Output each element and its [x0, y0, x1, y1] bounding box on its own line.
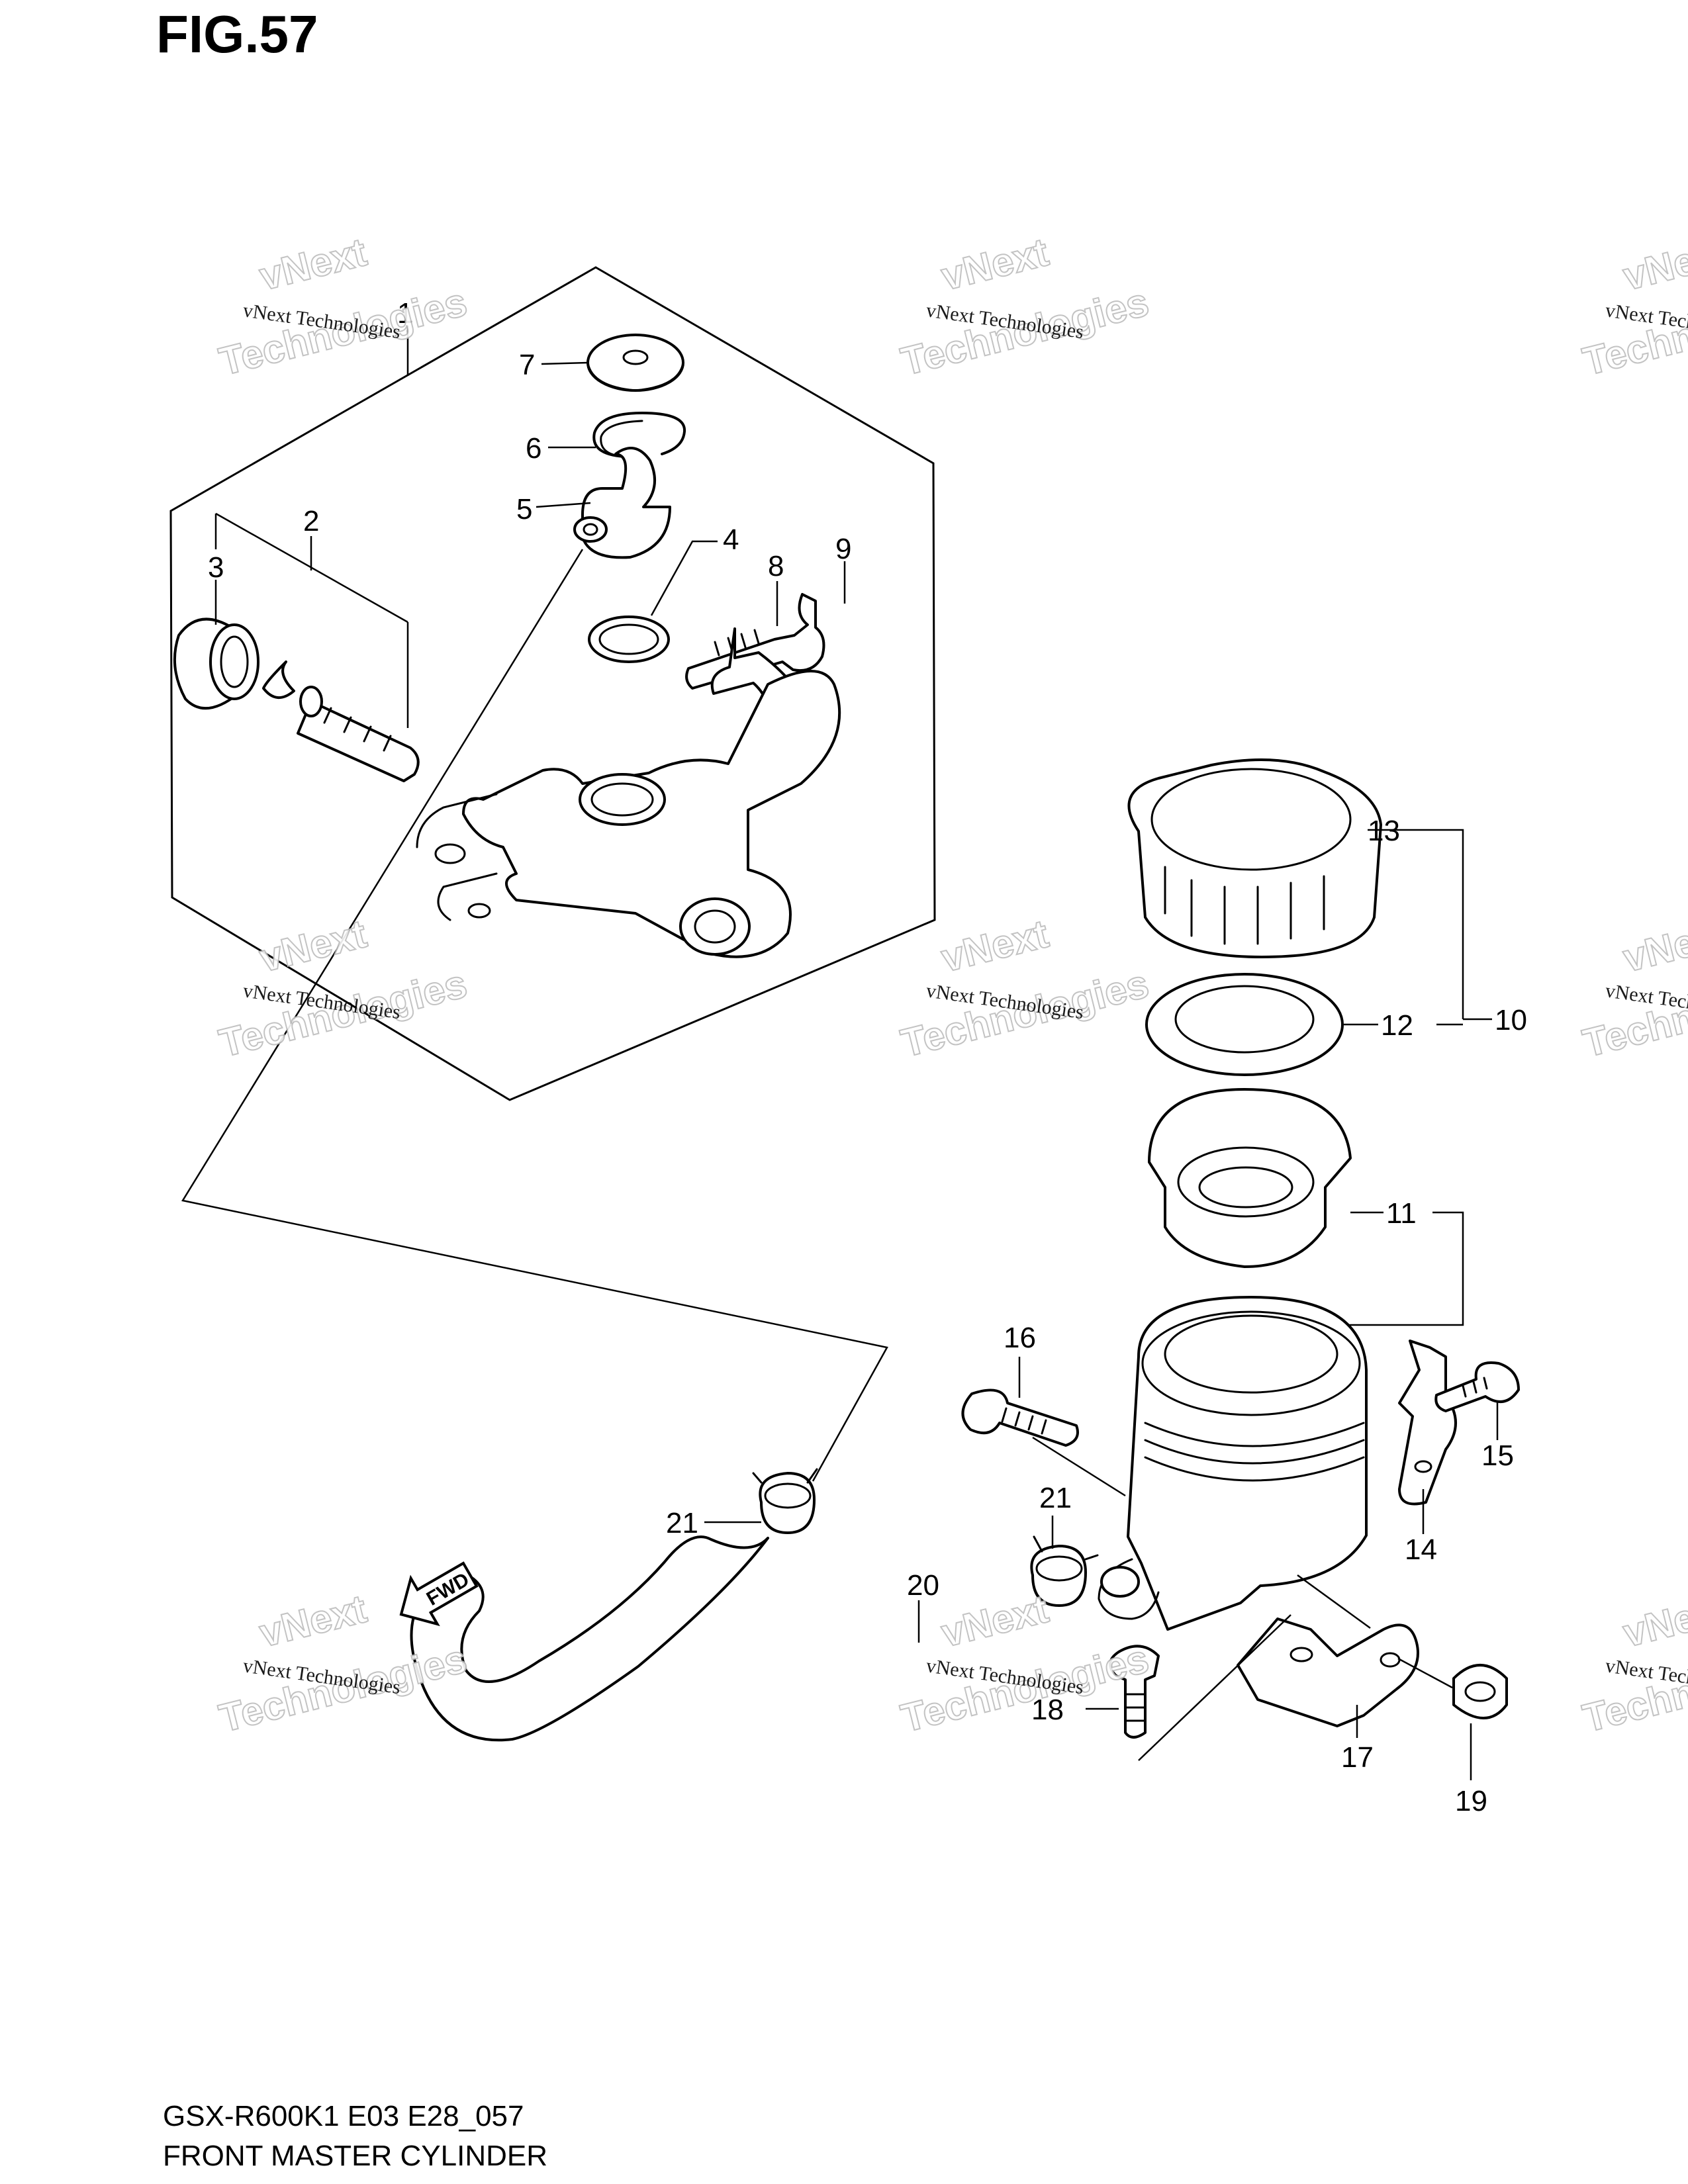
callout-6: 6	[526, 432, 541, 465]
leader-7	[541, 361, 588, 365]
callout-7: 7	[519, 349, 535, 381]
callout-3: 3	[208, 551, 224, 584]
watermark: vNext Technologies	[1578, 911, 1688, 1066]
model-code: GSX-R600K1 E03 E28_057	[163, 2100, 524, 2132]
part-18-bolt	[1109, 1645, 1160, 1739]
svg-text:vNext: vNext	[937, 230, 1053, 299]
leader-16-tank	[1032, 1436, 1126, 1497]
callout-10: 10	[1495, 1004, 1527, 1036]
part-13-reservoir-cap	[1127, 758, 1382, 958]
callout-19: 19	[1455, 1785, 1487, 1817]
leader-13	[1368, 829, 1464, 1019]
callout-15: 15	[1481, 1439, 1514, 1472]
callout-21b: 21	[1039, 1482, 1072, 1514]
watermark: vNext Technologies	[214, 229, 472, 385]
svg-text:vNext: vNext	[1618, 911, 1688, 981]
part-17-bracket	[1237, 1617, 1419, 1727]
bracket-10-11	[1344, 1211, 1464, 1326]
callout-4: 4	[723, 523, 739, 556]
watermark-group: vNext Technologies vNext Technologies vN…	[214, 229, 1688, 1741]
callout-21a: 21	[666, 1507, 698, 1539]
leader-18-up	[1138, 1614, 1291, 1761]
svg-text:vNext: vNext	[1618, 1586, 1688, 1656]
callout-14: 14	[1405, 1533, 1437, 1566]
part-3-cup	[173, 617, 259, 710]
callout-20: 20	[907, 1569, 939, 1602]
callout-1: 1	[397, 297, 413, 330]
callout-13: 13	[1368, 815, 1400, 847]
part-19-nut	[1452, 1664, 1508, 1719]
svg-text:vNext: vNext	[1618, 230, 1688, 299]
watermark: vNext Technologies	[1578, 1586, 1688, 1741]
part-12-plate	[1145, 973, 1344, 1076]
part-20-hose	[410, 1535, 769, 1742]
leader-19-up	[1397, 1657, 1453, 1689]
part-5-union	[573, 447, 671, 559]
callout-17: 17	[1341, 1741, 1374, 1774]
callout-2: 2	[303, 505, 319, 537]
master-cylinder-body	[416, 670, 841, 958]
assembly-outline	[169, 266, 936, 1101]
part-21-clamp-a	[752, 1468, 818, 1534]
callout-labels: 1 2 3 4 5 6 7 8 9 10 11 12 13 14 15 16 1…	[208, 297, 1527, 1817]
part-14-clip	[1398, 1340, 1457, 1506]
callout-5: 5	[516, 493, 532, 525]
callout-11: 11	[1386, 1197, 1417, 1230]
assembly-name: FRONT MASTER CYLINDER	[163, 2140, 548, 2172]
callout-16: 16	[1004, 1322, 1036, 1354]
callout-9: 9	[835, 533, 851, 565]
watermark: vNext Technologies	[214, 911, 472, 1066]
callout-18: 18	[1031, 1694, 1064, 1726]
callout-8: 8	[768, 550, 784, 582]
part-6-circlip	[592, 412, 686, 459]
part-7-cap	[586, 334, 684, 392]
part-2-piston	[262, 660, 420, 782]
part-15-screw	[1434, 1361, 1520, 1412]
callout-12: 12	[1381, 1009, 1413, 1042]
watermark: vNext Technologies	[896, 911, 1154, 1066]
part-21-clamp-b	[1030, 1535, 1099, 1607]
svg-text:vNext: vNext	[255, 230, 371, 299]
svg-text:vNext: vNext	[937, 911, 1053, 981]
part-11-diaphragm	[1148, 1088, 1352, 1268]
svg-text:vNext: vNext	[255, 911, 371, 981]
svg-text:vNext: vNext	[937, 1586, 1053, 1656]
leader-5-to-hose	[181, 549, 888, 1482]
figure-title: FIG.57	[156, 5, 318, 64]
part-4-oring	[588, 615, 670, 663]
watermark: vNext Technologies	[1578, 229, 1688, 385]
leader-5	[536, 502, 591, 508]
watermark: vNext Technologies	[896, 229, 1154, 385]
leader-17-up	[1297, 1574, 1371, 1629]
part-9-bolt	[685, 593, 825, 690]
leader-4	[650, 540, 718, 616]
reservoir-tank	[1098, 1296, 1368, 1631]
svg-text:vNext: vNext	[255, 1586, 371, 1656]
part-16-bolt	[961, 1388, 1079, 1447]
